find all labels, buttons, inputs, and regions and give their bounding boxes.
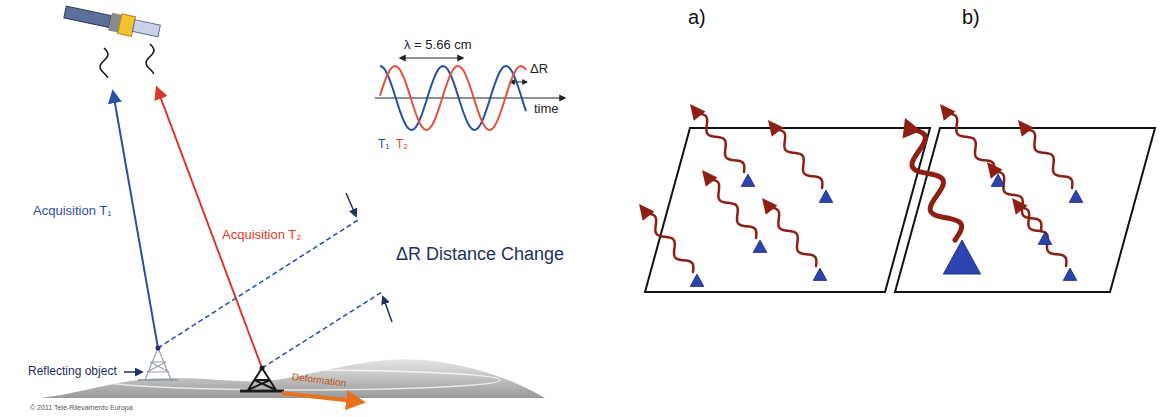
- scatterer: [690, 274, 704, 286]
- scatterer: [1038, 232, 1052, 244]
- series-label: T₂: [396, 138, 408, 152]
- lambda-arrow: [400, 57, 463, 58]
- scatterer: [1063, 268, 1077, 280]
- delta-r-arrow: [383, 297, 392, 322]
- signal-wave-t1: [380, 66, 526, 130]
- acquisition-label: Acquisition T₂: [222, 228, 301, 243]
- reflecting-object-ghost: [138, 348, 178, 380]
- reflecting-object: [240, 368, 284, 391]
- reflection-point: [156, 346, 161, 351]
- scatterer: [741, 174, 755, 186]
- series-label: T₁: [378, 138, 389, 152]
- distance-change-label: ΔR Distance Change: [396, 244, 564, 265]
- satellite: [63, 2, 161, 42]
- scatterer: [753, 240, 767, 252]
- scatterer: [813, 268, 827, 280]
- axis-label: time: [534, 102, 559, 117]
- scatterer: [819, 190, 833, 202]
- deformation-label: Deformation: [291, 371, 346, 389]
- resolution-cell: [895, 128, 1155, 292]
- acquisition-ray-t1: [113, 92, 158, 348]
- reflection-point: [260, 366, 265, 371]
- scatterer: [943, 240, 980, 274]
- panel-label: a): [688, 6, 706, 29]
- backscatter-arrow: [1018, 120, 1072, 188]
- backscatter-arrow: [690, 104, 744, 172]
- backscatter-arrow: [702, 170, 756, 238]
- time-axis: [375, 97, 565, 98]
- deformation-arrow: [282, 393, 362, 402]
- echo-signal: [146, 44, 154, 74]
- backscatter-arrow: [762, 198, 816, 266]
- ground-glow: [100, 370, 500, 390]
- pointer-arrow: [124, 371, 142, 373]
- delta-r-arrow: [346, 193, 356, 216]
- wavelength-label: λ = 5.66 cm: [404, 38, 472, 53]
- backscatter-arrow: [768, 120, 822, 188]
- delta-r-small-arrow: [510, 82, 527, 83]
- distance-dash: [262, 292, 382, 368]
- panel-label: b): [962, 6, 980, 29]
- acquisition-label: Acquisition T₁: [33, 204, 112, 219]
- distance-dash: [158, 220, 358, 348]
- copyright-note: © 2011 Tele-Rilevamento Europa: [30, 404, 133, 412]
- signal-wave-t2: [380, 66, 526, 130]
- scatterer: [1069, 190, 1083, 202]
- backscatter-arrow: [940, 104, 994, 172]
- backscatter-arrow: [1012, 198, 1066, 266]
- scatterer: [991, 174, 1005, 186]
- object-label: Reflecting object: [28, 365, 117, 379]
- echo-signal: [100, 48, 108, 78]
- delta-r-label: ΔR: [530, 62, 548, 77]
- resolution-cell: [645, 128, 930, 292]
- backscatter-arrow: [987, 162, 1041, 230]
- backscatter-arrow: [903, 118, 962, 240]
- backscatter-arrow: [639, 204, 693, 272]
